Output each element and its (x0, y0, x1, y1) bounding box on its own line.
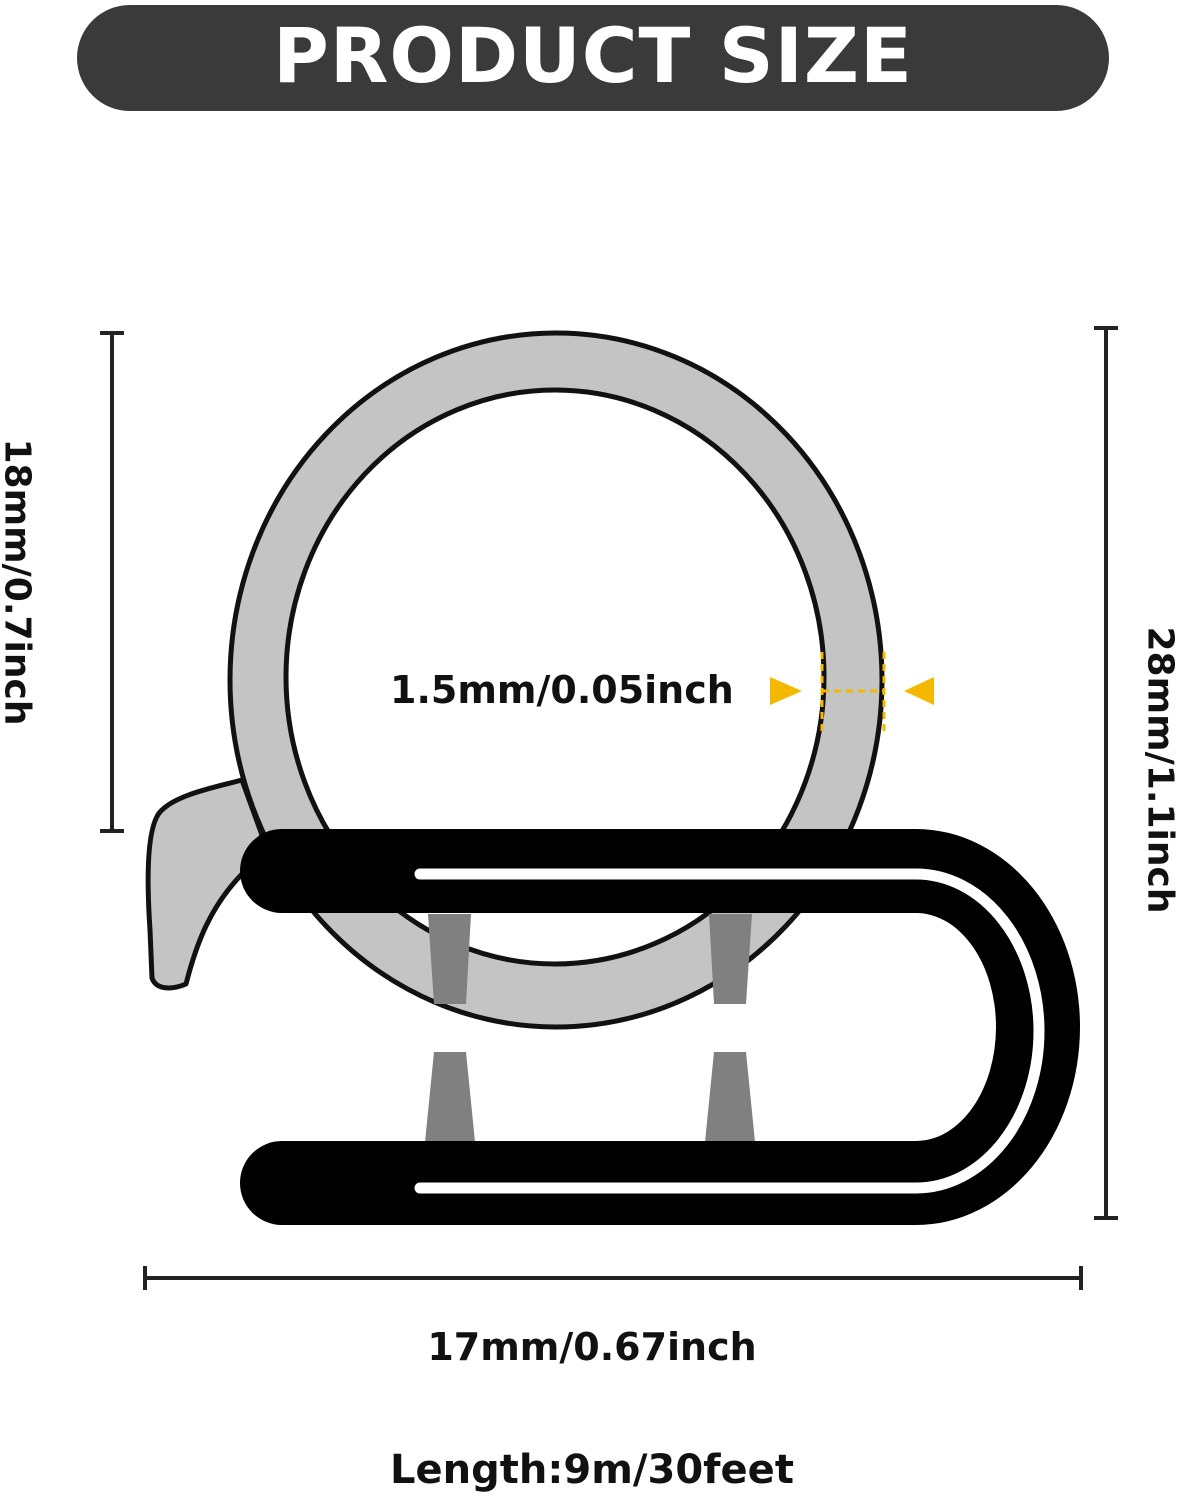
width-label: 17mm/0.67inch (427, 1325, 757, 1369)
u-clip (240, 829, 1080, 1225)
inner-fins (425, 914, 755, 1142)
u-clip-highlight (414, 868, 1045, 1194)
height-total-dimension-line (1094, 326, 1118, 1220)
title-banner: PRODUCT SIZE (77, 5, 1109, 111)
seal-lip (145, 777, 265, 991)
length-label: Length:9m/30feet (390, 1447, 794, 1493)
wall-thickness-label: 1.5mm/0.05inch (390, 668, 734, 712)
height-total-label: 28mm/1.1inch (1139, 626, 1181, 914)
height-small-dimension-line (100, 331, 124, 833)
banner-title: PRODUCT SIZE (273, 11, 913, 100)
arrow-right-icon (770, 677, 802, 705)
wall-thickness-marker (770, 652, 934, 732)
arrow-left-icon (904, 677, 934, 705)
width-dimension-line (143, 1266, 1083, 1290)
height-small-label: 18mm/0.7inch (0, 438, 38, 726)
